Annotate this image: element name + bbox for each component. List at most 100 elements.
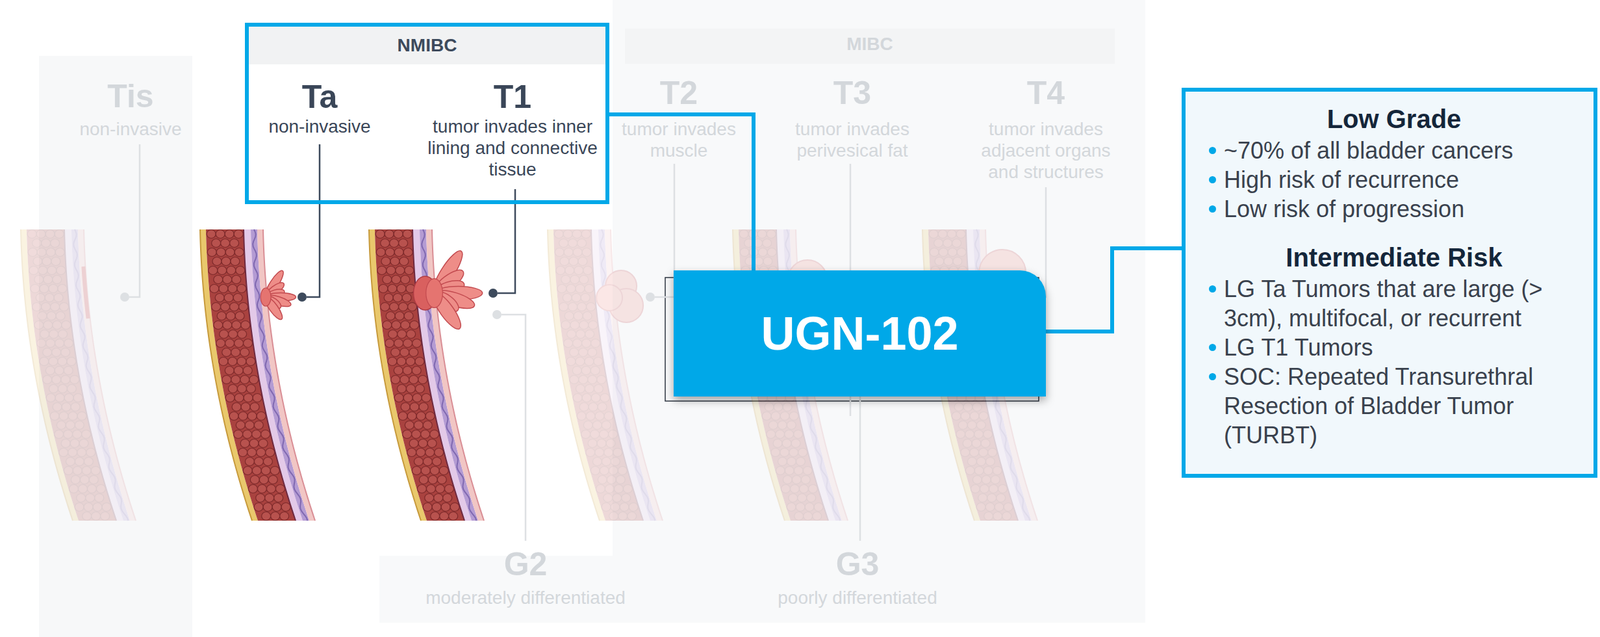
bullet-text: ~70% of all bladder cancers [1223, 135, 1580, 166]
muscle-cell [956, 430, 966, 439]
muscle-cell [567, 330, 577, 339]
muscle-cell [564, 311, 574, 321]
muscle-cell [766, 430, 776, 439]
muscle-cell [50, 239, 60, 248]
muscle-cell [430, 466, 440, 475]
muscle-cell [243, 393, 253, 403]
faded-heading: MIBC [804, 33, 935, 55]
faded-description: non-invasive [59, 118, 203, 140]
muscle-cell [422, 420, 432, 430]
muscle-cell [38, 266, 48, 275]
muscle-cell [587, 375, 597, 384]
muscle-cell [385, 248, 395, 257]
muscle-cell [771, 411, 781, 421]
muscle-cell [225, 248, 235, 257]
muscle-cell [1003, 502, 1013, 512]
muscle-cell [798, 448, 808, 457]
bullet-text: SOC: Repeated Transurethral Resection of… [1223, 361, 1580, 450]
muscle-cell [72, 430, 82, 439]
muscle-cell [375, 229, 385, 239]
muscle-cell [398, 411, 408, 421]
muscle-cell [782, 439, 792, 448]
muscle-cell [403, 248, 413, 257]
faded-description: poorly differentiated [721, 586, 994, 609]
muscle-cell [618, 511, 628, 521]
muscle-cell [788, 493, 798, 503]
bullet-text: LG Ta Tumors that are large (> 3cm), mul… [1223, 274, 1580, 333]
muscle-cell [557, 284, 567, 293]
muscle-cell [213, 320, 223, 330]
muscle-cell [212, 257, 222, 266]
muscle-cell [984, 511, 994, 521]
faded-heading: G3 [805, 545, 910, 583]
muscle-cell [233, 229, 243, 239]
muscle-cell [612, 493, 622, 503]
muscle-cell [419, 402, 429, 412]
muscle-cell [599, 466, 609, 475]
muscle-cell [82, 511, 92, 521]
muscle-cell [600, 393, 610, 403]
muscle-cell [240, 348, 250, 357]
muscle-cell [450, 502, 460, 512]
muscle-cell [813, 502, 824, 512]
muscle-cell [601, 420, 611, 430]
muscle-cell [101, 502, 112, 512]
muscle-cell [100, 511, 110, 521]
muscle-cell [619, 502, 629, 512]
muscle-cell [775, 466, 785, 475]
muscle-cell [52, 320, 62, 330]
muscle-cell [53, 293, 64, 303]
muscle-cell [231, 320, 242, 330]
muscle-cell [599, 430, 609, 439]
wall-edge [368, 229, 421, 521]
muscle-cell [596, 375, 607, 384]
muscle-cell [59, 448, 69, 457]
muscle-cell [773, 439, 783, 448]
muscle-cell [786, 420, 796, 430]
muscle-cell [70, 475, 80, 484]
muscle-cell [417, 484, 427, 494]
muscle-cell [376, 248, 386, 257]
muscle-cell [411, 466, 421, 475]
muscle-cell [222, 348, 232, 357]
muscle-cell [241, 320, 251, 330]
muscle-cell [985, 502, 995, 512]
muscle-cell [46, 248, 56, 257]
muscle-cell [211, 302, 221, 312]
muscle-cell [604, 484, 614, 494]
muscle-cell [415, 357, 425, 366]
bullet-dot [1208, 285, 1217, 293]
muscle-cell [606, 475, 616, 484]
muscle-cell [32, 239, 42, 248]
muscle-cell [384, 229, 394, 239]
muscle-cell [601, 502, 611, 512]
muscle-cell [237, 384, 247, 394]
muscle-cell [219, 330, 229, 339]
muscle-cell [595, 484, 605, 494]
muscle-cell [382, 320, 392, 330]
muscle-cell [578, 348, 588, 357]
muscle-cell [70, 402, 80, 412]
muscle-cell [739, 248, 750, 257]
wall-edge [263, 229, 316, 521]
muscle-cell [430, 430, 440, 439]
muscle-cell [610, 457, 620, 466]
muscle-cell [72, 466, 82, 475]
muscle-cell [79, 439, 89, 448]
muscle-cell [606, 439, 616, 448]
muscle-cell [393, 229, 403, 239]
muscle-cell [412, 339, 422, 348]
muscle-cell [585, 411, 596, 421]
muscle-cell [570, 320, 580, 330]
muscle-cell [55, 248, 65, 257]
stage-description: non-invasive [254, 115, 385, 138]
muscle-cell [976, 502, 986, 512]
muscle-cell [57, 357, 67, 366]
muscle-cell [563, 229, 573, 239]
muscle-cell [215, 229, 225, 239]
muscle-cell [397, 330, 407, 339]
muscle-cell [572, 339, 583, 348]
muscle-cell [247, 448, 257, 457]
muscle-cell [574, 266, 584, 275]
muscle-cell [235, 311, 245, 321]
